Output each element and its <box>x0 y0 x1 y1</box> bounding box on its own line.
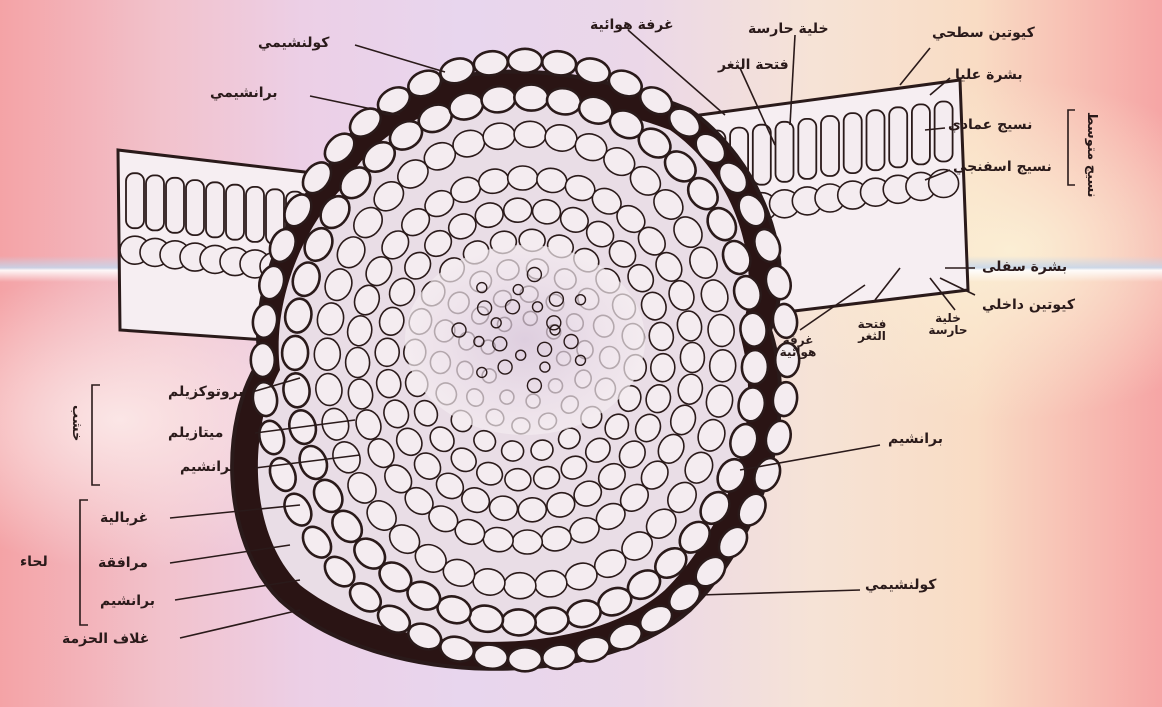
label-air-chamber: غرفة هوائية <box>768 334 828 358</box>
plant-cell <box>741 350 768 385</box>
label-stoma-bottom: فتحة الثغر <box>842 318 902 342</box>
label-metaxylem: ميتازيلم <box>168 426 223 440</box>
label-air-cell: غرفة هوائية <box>590 18 674 32</box>
palisade-cell <box>821 116 839 176</box>
label-upper-epidermis: بشرة عليا <box>955 68 1023 82</box>
plant-cell <box>709 349 736 382</box>
palisade-cell <box>844 113 862 173</box>
plant-cell <box>512 530 542 554</box>
label-bundle-sheath: غلاف الحزمة <box>62 632 149 646</box>
palisade-cell <box>912 104 930 164</box>
label-guard-cell-bottom: خلية حارسة <box>918 312 978 336</box>
palisade-cell <box>226 185 244 240</box>
label-stoma-opening: فتحة الثغر <box>718 58 789 72</box>
plant-cell <box>680 342 704 372</box>
palisade-cell <box>126 173 144 228</box>
plant-cell <box>508 647 542 671</box>
label-collenchyma-right: كولنشيمي <box>865 578 936 592</box>
palisade-cell <box>186 180 204 235</box>
plant-cell <box>374 338 399 367</box>
vascular-core <box>405 245 645 435</box>
label-lower-epidermis: بشرة سفلى <box>982 260 1067 274</box>
label-phloem: لحاء <box>20 555 48 569</box>
palisade-cell <box>867 110 885 170</box>
plant-cell <box>503 197 532 222</box>
plant-cell <box>282 336 309 371</box>
label-palisade: نسيج عمادي <box>948 118 1032 132</box>
label-companion: مرافقة <box>98 556 148 570</box>
palisade-cell <box>776 122 794 182</box>
plant-cell <box>514 121 547 148</box>
palisade-cell <box>246 187 264 242</box>
plant-cell <box>501 609 536 636</box>
plant-cell <box>345 347 369 377</box>
label-parenchyma-right: برانشيم <box>888 432 943 446</box>
plant-cell <box>508 49 542 73</box>
plant-cell <box>504 468 531 492</box>
palisade-cell <box>753 125 771 185</box>
plant-cell <box>504 572 537 599</box>
palisade-cell <box>889 107 907 167</box>
label-collenchyma-top: كولنشيمي <box>258 36 329 50</box>
plant-cell <box>518 497 547 522</box>
palisade-cell <box>206 182 224 237</box>
label-xylem-parenchyma: برانشيم <box>180 460 235 474</box>
palisade-cell <box>798 119 816 179</box>
label-cuticle: كيوتين سطحي <box>932 26 1035 40</box>
label-mesophyll: نسيج متوسط <box>1085 112 1098 198</box>
plant-cell <box>650 353 675 382</box>
label-sieve-tubes: غربالية <box>100 511 148 525</box>
label-spongy: نسيج اسفنجي <box>953 160 1052 174</box>
label-cuticle-bottom: كيوتين داخلي <box>982 298 1075 312</box>
label-xylem: خشب <box>70 405 83 441</box>
plant-cell <box>514 84 549 111</box>
palisade-cell <box>166 178 184 233</box>
label-protoxylem: بروتوكزيلم <box>168 385 244 399</box>
plant-cell <box>251 343 275 377</box>
label-phloem-parenchyma: برانشيم <box>100 594 155 608</box>
label-parenchyma-top: برانشيمي <box>210 86 278 100</box>
label-guard-cell: خلية حارسة <box>748 22 829 36</box>
plant-cell <box>508 166 538 190</box>
plant-cell <box>314 338 341 371</box>
palisade-cell <box>146 175 164 230</box>
